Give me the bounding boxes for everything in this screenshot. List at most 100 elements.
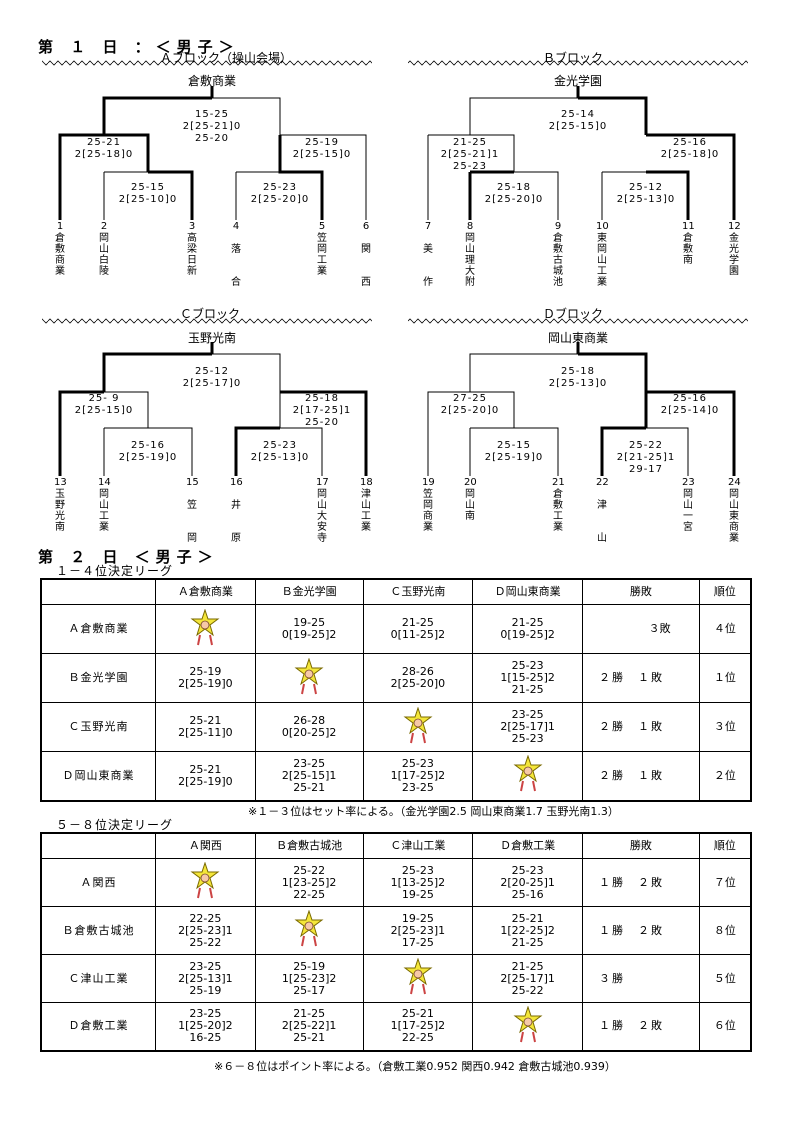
record-cell: １勝 ２敗: [582, 858, 700, 907]
day1-title: 第 １ 日 ：＜男子＞: [38, 38, 240, 56]
team-name: 倉 敷 南: [683, 233, 693, 266]
table-row: Ｄ岡山東商業 25-21 2[25-19]0 23-25 2[25-15]1 2…: [40, 751, 752, 801]
team-name: 美 作: [423, 244, 433, 288]
mascot-cell: [472, 751, 584, 801]
record-cell: ２勝 １敗: [582, 751, 700, 801]
block-a-right-qf-score: 25-23 2[25-20]0: [250, 182, 310, 205]
team-number: 17: [316, 477, 329, 488]
team-number: 20: [464, 477, 477, 488]
block-d-right-semi-score: 25-16 2[25-14]0: [660, 393, 720, 416]
mascot-cell: [362, 954, 474, 1003]
rank-cell: ２位: [698, 751, 752, 801]
team-name: 笠 岡: [187, 500, 197, 544]
column-header: Ａ関西: [155, 832, 256, 859]
table-row: Ａ関西 25-22 1[23-25]2 22-25 25-23 1[13-25]…: [40, 858, 752, 907]
team-number: 7: [424, 221, 432, 232]
score-cell: 19-25 2[25-23]1 17-25: [362, 906, 474, 955]
score-cell: 25-22 1[23-25]2 22-25: [254, 858, 364, 907]
record-cell: ２勝 １敗: [582, 653, 700, 703]
mascot-cell: [155, 604, 256, 654]
row-header: Ａ倉敷商業: [40, 604, 157, 654]
row-header: Ｃ玉野光南: [40, 702, 157, 752]
mascot-icon: [403, 705, 433, 748]
team-name: 笠 岡 商 業: [423, 489, 433, 533]
block-d-right-qf-score: 25-22 2[21-25]1 29-17: [616, 440, 676, 475]
team-name: 落 合: [231, 244, 241, 288]
team-number: 4: [232, 221, 240, 232]
block-c-right-semi-score: 25-18 2[17-25]1 25-20: [292, 393, 352, 428]
mascot-icon: [190, 861, 220, 903]
league2-note: ※６－８位はポイント率による。（倉敷工業0.952 関西0.942 倉敷古城池0…: [214, 1060, 616, 1073]
score-cell: 26-28 0[20-25]2: [254, 702, 364, 752]
team-name: 高 梁 日 新: [187, 233, 197, 277]
row-header: Ｄ倉敷工業: [40, 1002, 157, 1051]
team-name: 岡 山 理 大 附: [465, 233, 475, 288]
block-b-right-qf-score: 25-12 2[25-13]0: [616, 182, 676, 205]
block-a-right-semi-score: 25-19 2[25-15]0: [292, 137, 352, 160]
score-cell: 21-25 2[25-17]1 25-22: [472, 954, 584, 1003]
block-b-right-semi-score: 25-16 2[25-18]0: [660, 137, 720, 160]
table-header-row: Ａ関西 Ｂ倉敷古城池 Ｃ津山工業 Ｄ倉敷工業 勝敗 順位: [40, 832, 752, 859]
team-number: 14: [98, 477, 111, 488]
team-name: 岡 山 白 陵: [99, 233, 109, 277]
team-number: 9: [554, 221, 562, 232]
table-header-row: Ａ倉敷商業 Ｂ金光学園 Ｃ玉野光南 Ｄ岡山東商業 勝敗 順位: [40, 578, 752, 605]
block-d-final-score: 25-18 2[25-13]0: [548, 366, 608, 389]
block-d-winner: 岡山東商業: [547, 331, 609, 345]
team-number: 15: [186, 477, 199, 488]
block-c-left-semi-score: 25- 9 2[25-15]0: [74, 393, 134, 416]
rank-cell: ６位: [698, 1002, 752, 1051]
team-number: 12: [728, 221, 741, 232]
mascot-icon: [513, 1005, 543, 1047]
rank-cell: ４位: [698, 604, 752, 654]
team-number: 11: [682, 221, 695, 232]
day2-title: 第 ２ 日 ＜男子＞: [38, 548, 219, 566]
score-cell: 25-21 2[25-19]0: [155, 751, 256, 801]
score-cell: 25-23 2[20-25]1 25-16: [472, 858, 584, 907]
row-header: Ｂ金光学園: [40, 653, 157, 703]
mascot-icon: [294, 656, 324, 699]
score-cell: 25-21 1[17-25]2 22-25: [362, 1002, 474, 1051]
league1-note: ※１－３位はセット率による。（金光学園2.5 岡山東商業1.7 玉野光南1.3）: [248, 805, 619, 818]
mascot-cell: [155, 858, 256, 907]
team-number: 8: [466, 221, 474, 232]
block-d-title: Ｄブロック: [543, 307, 604, 321]
row-header: Ａ関西: [40, 858, 157, 907]
bracket-lines: [42, 60, 748, 476]
team-number: 22: [596, 477, 609, 488]
column-header: Ｃ津山工業: [362, 832, 474, 859]
table-row: Ｃ玉野光南 25-21 2[25-11]0 26-28 0[20-25]2 23…: [40, 702, 752, 752]
team-number: 2: [100, 221, 108, 232]
team-number: 1: [56, 221, 64, 232]
team-number: 21: [552, 477, 565, 488]
column-header: Ａ倉敷商業: [155, 578, 256, 605]
block-b-left-semi-score: 21-25 2[25-21]1 25-23: [440, 137, 500, 172]
score-cell: 21-25 0[11-25]2: [362, 604, 474, 654]
block-c-final-score: 25-12 2[25-17]0: [182, 366, 242, 389]
team-name: 倉 敷 古 城 池: [553, 233, 563, 288]
column-header: Ｂ金光学園: [254, 578, 364, 605]
block-d-left-semi-score: 27-25 2[25-20]0: [440, 393, 500, 416]
score-cell: 25-19 1[25-23]2 25-17: [254, 954, 364, 1003]
team-name: 笠 岡 工 業: [317, 233, 327, 277]
score-cell: 25-21 2[25-11]0: [155, 702, 256, 752]
team-number: 13: [54, 477, 67, 488]
table-row: Ｄ倉敷工業 23-25 1[25-20]2 16-25 21-25 2[25-2…: [40, 1002, 752, 1051]
rank-cell: １位: [698, 653, 752, 703]
score-cell: 25-23 1[17-25]2 23-25: [362, 751, 474, 801]
team-name: 井 原: [231, 500, 241, 544]
record-cell: ３敗: [582, 604, 700, 654]
column-header: 順位: [698, 832, 752, 859]
block-b-final-score: 25-14 2[25-15]0: [548, 109, 608, 132]
team-number: 16: [230, 477, 243, 488]
league1-title: １－４位決定リーグ: [56, 564, 174, 578]
block-d-left-qf-score: 25-15 2[25-19]0: [484, 440, 544, 463]
table-row: Ａ倉敷商業 19-25 0[19-25]2 21-25 0[11-25]2 21…: [40, 604, 752, 654]
column-header: 勝敗: [582, 578, 700, 605]
block-a-final-score: 15-25 2[25-21]0 25-20: [182, 109, 242, 144]
block-a-winner: 倉敷商業: [187, 74, 237, 88]
block-a-left-semi-score: 25-21 2[25-18]0: [74, 137, 134, 160]
rank-cell: ３位: [698, 702, 752, 752]
team-number: 24: [728, 477, 741, 488]
team-name: 岡 山 東 商 業: [729, 489, 739, 544]
